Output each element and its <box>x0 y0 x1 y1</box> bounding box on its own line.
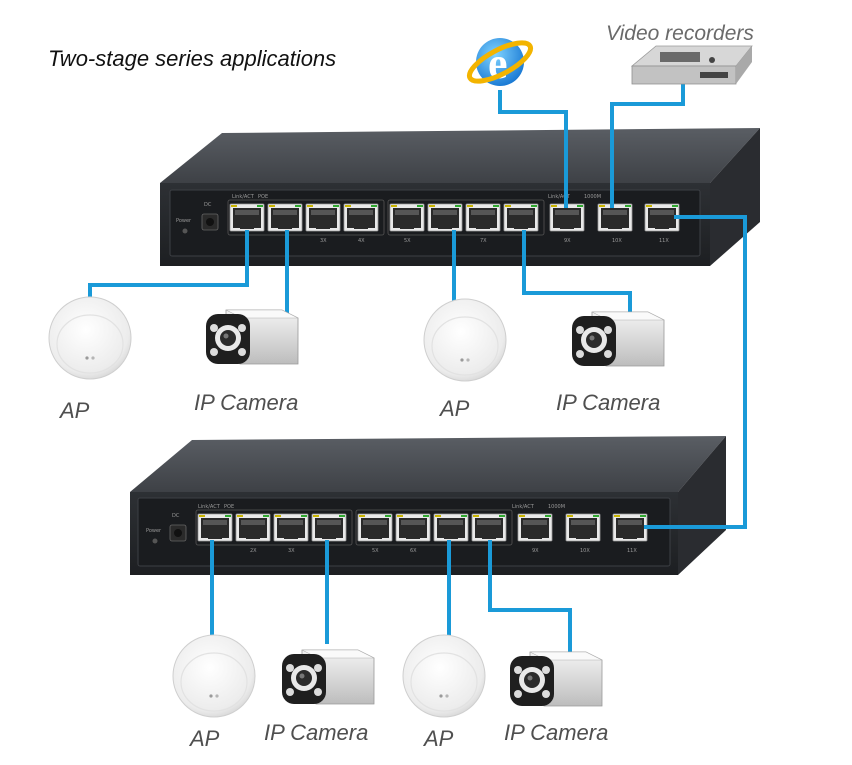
svg-text:POE: POE <box>224 504 234 510</box>
ap-label: AP <box>190 726 220 751</box>
svg-text:Link/ACT: Link/ACT <box>232 194 255 200</box>
ap-label: AP <box>424 726 454 751</box>
diagram-title: Two-stage series applications <box>48 46 337 71</box>
access-point-icon <box>172 634 256 718</box>
port-label: 10X <box>612 238 622 244</box>
access-point-icon <box>48 296 132 380</box>
svg-text:Link/ACT: Link/ACT <box>198 504 221 510</box>
port-label: 10X <box>580 548 590 554</box>
network-cables <box>88 84 747 652</box>
svg-text:POE: POE <box>258 194 268 200</box>
port-label: 5X <box>372 548 379 554</box>
svg-text:Link/ACT: Link/ACT <box>512 504 535 510</box>
ap-label: AP <box>60 398 90 423</box>
port-label: 9X <box>532 548 539 554</box>
svg-text:1000M: 1000M <box>584 194 601 200</box>
access-point-icon <box>423 298 507 382</box>
ip-camera-icon <box>281 649 375 705</box>
ip-camera-label: IP Camera <box>194 390 299 415</box>
ip-camera-icon <box>509 651 603 707</box>
port-label: 2X <box>250 548 257 554</box>
svg-text:DC: DC <box>172 513 180 519</box>
ip-camera-icon <box>571 311 665 367</box>
svg-text:Power: Power <box>176 218 192 224</box>
poe-switch-icon: Power DC Link/ACT POE Link/ACT 1000M 3X … <box>160 128 760 266</box>
ip-camera-label: IP Camera <box>264 720 369 745</box>
ap-label: AP <box>440 396 470 421</box>
poe-switch-icon: Power DC Link/ACT POE Link/ACT 1000M 2X … <box>130 436 726 575</box>
port-label: 3X <box>320 238 327 244</box>
port-label: 6X <box>410 548 417 554</box>
video-recorder-icon <box>630 45 753 85</box>
port-label: 3X <box>288 548 295 554</box>
internet-explorer-icon: e <box>466 38 534 88</box>
port-label: 4X <box>358 238 365 244</box>
port-label: 9X <box>564 238 571 244</box>
video-recorders-label: Video recorders <box>606 22 754 45</box>
access-point-icon <box>402 634 486 718</box>
port-label: 7X <box>480 238 487 244</box>
svg-text:DC: DC <box>204 202 212 208</box>
ip-camera-label: IP Camera <box>504 720 609 745</box>
svg-text:Link/ACT: Link/ACT <box>548 194 571 200</box>
svg-text:1000M: 1000M <box>548 504 565 510</box>
ip-camera-label: IP Camera <box>556 390 661 415</box>
port-label: 11X <box>627 548 637 554</box>
svg-text:Power: Power <box>146 528 162 534</box>
port-label: 11X <box>659 238 669 244</box>
ip-camera-icon <box>205 309 299 365</box>
port-label: 5X <box>404 238 411 244</box>
